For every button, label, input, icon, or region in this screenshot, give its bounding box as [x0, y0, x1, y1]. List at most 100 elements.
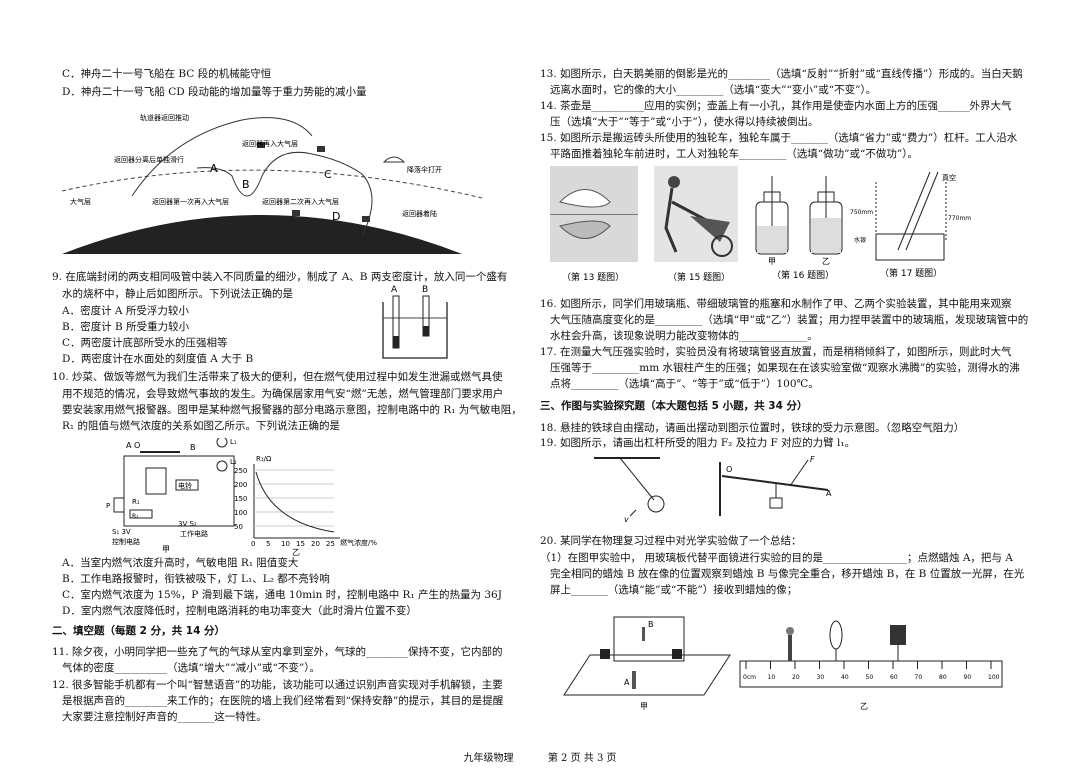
bottle-jia-label: 甲	[768, 257, 776, 266]
optical-bench	[739, 660, 1003, 688]
caption-17: （第 17 题图）	[880, 267, 942, 279]
label-r2: R₂	[132, 513, 139, 520]
h750-label: 750mm	[850, 209, 873, 216]
ruler-label: 10	[768, 674, 776, 681]
q13-line2: 远离水面时，它的像的大小_________（选填“变大”“变小”或“不变”）。	[550, 84, 877, 96]
q12-line3: 大家要注意控制好声音的_______这一特性。	[62, 711, 267, 723]
label-first-reentry: 返回器第一次再入大气层	[152, 197, 229, 206]
label-separate: 返回器分离后单独滑行	[114, 155, 184, 164]
q8-option-c: C．神舟二十一号飞船在 BC 段的机械能守恒	[62, 68, 272, 80]
q10-option-a: A．当室内燃气浓度升高时，气敏电阻 R₁ 阻值变大	[62, 557, 299, 569]
light-screen	[890, 625, 906, 645]
atmosphere-line	[62, 169, 482, 199]
densimeter-a-label: A	[391, 285, 398, 295]
q18-text: 18. 悬挂的铁球自由摆动，请画出摆动到图示位置时，铁球的受力示意图。（忽略空气…	[540, 422, 965, 434]
graph-xtick: 10	[281, 540, 290, 548]
q12-line1: 12. 很多智能手机都有一个叫“智慧语音”的功能，该功能可以通过识别声音实现对手…	[52, 679, 503, 691]
graph-ytick: 200	[234, 481, 247, 489]
q10-circuit-figure: A O B L₁ L₂ 电铃 R₁ P R₂ S₁ 3V 3V S₂ 控制电路 …	[106, 438, 237, 553]
footer-page-number: 第 2 页 共 3 页	[547, 753, 617, 764]
ruler-label: 30	[817, 674, 825, 681]
candle-a-label: A	[624, 678, 630, 687]
q20-line3: 屏上_______（选填“能”或“不能”）接收到蜡烛的像；	[550, 584, 798, 596]
point-a: A	[210, 162, 218, 175]
q8-option-d: D．神舟二十一号飞船 CD 段动能的增加量等于重力势能的减小量	[62, 86, 367, 98]
q20-line1: （1）在图甲实验中， 用玻璃板代替平面镜进行实验的目的是____________…	[540, 552, 1013, 564]
ruler-label: 100	[988, 674, 1000, 681]
label-earth: 地球	[72, 235, 86, 244]
q14-line2: 压（选填“大于”“等于”或“小于”），使水得以持续被倒出。	[550, 116, 819, 128]
graph-ytick: 100	[234, 509, 247, 517]
caption-15: （第 15 题图）	[668, 271, 730, 283]
q17-line3: 点将_________（选填“高于”、“等于”或“低于”）100℃。	[550, 378, 819, 390]
graph-ytick: 150	[234, 495, 247, 503]
ruler-label: 80	[939, 674, 947, 681]
point-d: D	[332, 210, 340, 223]
label-parachute: 降落伞打开	[407, 165, 442, 174]
q10-option-d: D．室内燃气浓度降低时，控制电路消耗的电功率变大（此时滑片位置不变）	[62, 605, 417, 617]
bottle-jia	[755, 176, 789, 255]
point-b: B	[242, 178, 250, 191]
q9-option-b: B．密度计 B 所受重力较小	[62, 321, 190, 333]
graph-ylabel: R₁/Ω	[256, 455, 272, 463]
label-jia: 甲	[162, 545, 170, 553]
q9-beaker-figure: A B	[382, 285, 448, 359]
label-l2: L₂	[230, 458, 237, 466]
ruler-label: 60	[890, 674, 898, 681]
tank-label: 水银	[854, 236, 866, 244]
q16-line1: 16. 如图所示，同学们用玻璃瓶、带细玻璃管的瓶塞和水制作了甲、乙两个实验装置，…	[540, 298, 1012, 310]
pivot-o-label: O	[726, 465, 732, 474]
h770-label: 770mm	[948, 215, 971, 222]
q11-line1: 11. 除夕夜，小明同学把一些充了气的气球从室内拿到室外，气球的________…	[52, 646, 503, 658]
densimeter-b-label: B	[422, 285, 428, 295]
caption-13: （第 13 题图）	[562, 271, 624, 283]
graph-ytick: 50	[234, 523, 243, 531]
q16-line3: 水柱会升高，该现象说明力能改变物体的_____________。	[550, 330, 818, 342]
q9-option-a: A．密度计 A 所受浮力较小	[62, 305, 189, 317]
ruler-label: 40	[841, 674, 849, 681]
graph-ytick: 250	[234, 467, 247, 475]
candle-b-label: B	[648, 620, 654, 629]
label-track: 轨道器返回推动	[140, 113, 189, 122]
footer-subject: 九年级物理	[463, 753, 514, 764]
optics-jia-label: 甲	[640, 702, 648, 711]
q10-stem-line2: 用不规范的情况，会导致燃气事故的发生。为确保居家用气安“燃”无恙，燃气管理部门要…	[62, 388, 504, 400]
label-control-circuit: 控制电路	[112, 537, 140, 546]
q10-stem-line1: 10. 炒菜、做饭等燃气为我们生活带来了极大的便利，但在燃气使用过程中如发生泄漏…	[52, 371, 503, 383]
label-second-reentry: 返回器第二次再入大气层	[262, 197, 339, 206]
q11-line2: 气体的密度__________（选填“增大”“减小”或“不变”）。	[62, 662, 320, 674]
glass-plate	[613, 616, 685, 662]
force-f-label: F	[810, 455, 815, 464]
q9-stem-line1: 9. 在底端封闭的两支相同吸管中装入不同质量的细沙，制成了 A、B 两支密度计，…	[52, 271, 508, 283]
figures-row-13-17: 甲 乙 真空 750mm 770mm 水银 （第 13 题图） （第 15 题图…	[550, 166, 971, 283]
q17-line1: 17. 在测量大气压强实验时，实验员没有将玻璃管竖直放置，而是稍稍倾斜了，如图所…	[540, 346, 1012, 358]
label-work-circuit: 工作电路	[180, 529, 208, 538]
label-b: B	[190, 443, 196, 452]
q15-line1: 15. 如图所示是搬运砖头所使用的独轮车，独轮车属于_______（选填“省力”…	[540, 132, 1018, 144]
ruler-label: 70	[915, 674, 923, 681]
q10-stem-line3: 要安装家用燃气报警器。图甲是某种燃气报警器的部分电路示意图，控制电路中的 R₁ …	[62, 404, 522, 416]
label-atmosphere: 大气层	[70, 197, 91, 206]
section-2-heading: 二、填空题（每题 2 分，共 14 分）	[52, 625, 226, 637]
point-c: C	[324, 168, 332, 181]
graph-xtick: 5	[266, 540, 270, 548]
graph-xlabel: 燃气浓度/%	[340, 538, 377, 547]
label-l1: L₁	[230, 438, 237, 446]
earth-shape	[62, 215, 462, 254]
vacuum-label: 真空	[942, 173, 956, 182]
graph-yi: 乙	[292, 548, 300, 556]
ruler-label: 50	[866, 674, 874, 681]
q9-option-c: C．两密度计底部所受水的压强相等	[62, 337, 228, 349]
q14-line1: 14. 茶壶是__________应用的实例；壶盖上有一小孔，其作用是使壶内水面…	[540, 100, 1012, 112]
path-lower	[196, 151, 373, 237]
q17-line2: 压强等于_________mm 水银柱产生的压强；如果现在在该实验室做“观察水沸…	[550, 362, 1020, 374]
optics-yi-label: 乙	[860, 702, 868, 711]
page-footer: 九年级物理 第 2 页 共 3 页	[0, 751, 1080, 766]
ruler-label: 0cm	[743, 674, 756, 681]
bottle-yi-label: 乙	[822, 257, 830, 266]
graph-xtick: 25	[326, 540, 335, 548]
label-enter-atm: 返回器再入大气层	[242, 139, 298, 148]
